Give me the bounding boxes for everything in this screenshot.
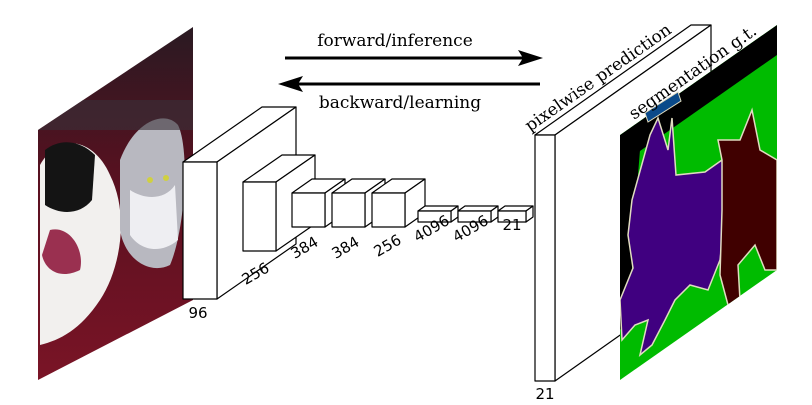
- backward-arrow: [278, 76, 540, 92]
- block-face: [242, 181, 277, 252]
- block-face: [291, 192, 326, 228]
- layer-channels-label: 21: [502, 216, 521, 234]
- block-face: [182, 161, 218, 300]
- forward-arrow: [285, 50, 543, 66]
- layer-block: [457, 205, 499, 223]
- forward-label: forward/inference: [317, 31, 473, 51]
- layer-block: [371, 178, 426, 228]
- layer-channels-label: 256: [371, 231, 405, 261]
- layer-channels-label: 384: [329, 233, 363, 263]
- input-image: [38, 27, 193, 380]
- block-face: [497, 210, 527, 223]
- block-face: [457, 210, 492, 223]
- label-box: [644, 91, 682, 123]
- block-face: [371, 192, 406, 228]
- block-face: [331, 192, 366, 228]
- block-face: [417, 210, 452, 223]
- layer-block: [417, 205, 459, 223]
- conv-layers: [182, 106, 534, 300]
- output-channels-label: 21: [535, 385, 554, 403]
- backward-label: backward/learning: [319, 93, 481, 113]
- layer-channels-label: 96: [188, 304, 207, 322]
- layer-block: [497, 205, 534, 223]
